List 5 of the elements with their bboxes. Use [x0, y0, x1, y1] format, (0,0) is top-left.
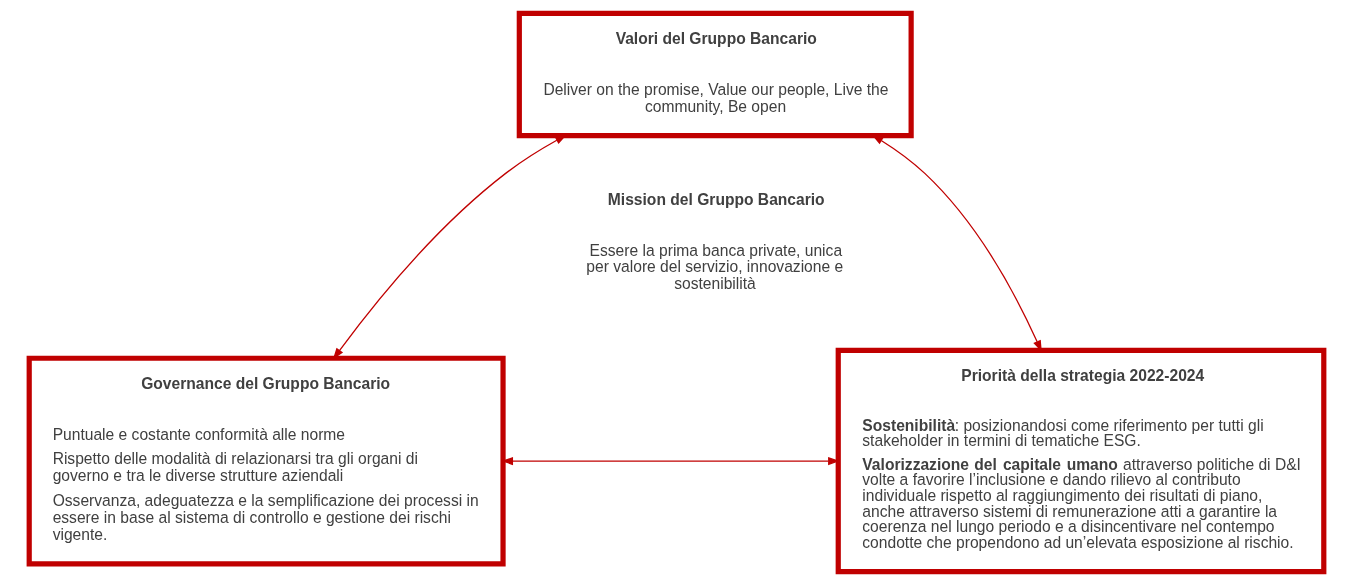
- node-box: Priorità della strategia 2022-2024 Sostenibilità: posizionandosi come riferimento per tutti gli stakeholder in termini di tematiche ESG. Valorizzazione del capitale umano attraverso politiche di D&I volte a favorire l’inclusione e dando rilievo al contributo individuale rispetto al raggiungimento dei risultati di piano, anche attraverso sistemi di remunerazione atti a garantire la coerenza nel lungo periodo e a disincentivare nel contempo condotte che propendono ad un’elevata esposizione al rischio.: [835, 347, 1327, 575]
- node-box: Governance del Gruppo Bancario Puntuale e costante conformità alle norme Rispetto delle modalità di relazionarsi tra gli organi di governo e tra le diverse strutture aziendali Osservanza, adeguatezza e la semplificazione dei processi in essere in base al sistema di controllo e gestione dei rischi vigente.: [26, 355, 506, 567]
- node-box: Valori del Gruppo Bancario Deliver on the promise, Value our people, Live the community, Be open: [516, 10, 914, 139]
- label: Essere la prima banca private, unica per valore del servizio, innovazione e sostenibilità: [586, 241, 844, 293]
- label: Mission del Gruppo Bancario: [607, 190, 825, 208]
